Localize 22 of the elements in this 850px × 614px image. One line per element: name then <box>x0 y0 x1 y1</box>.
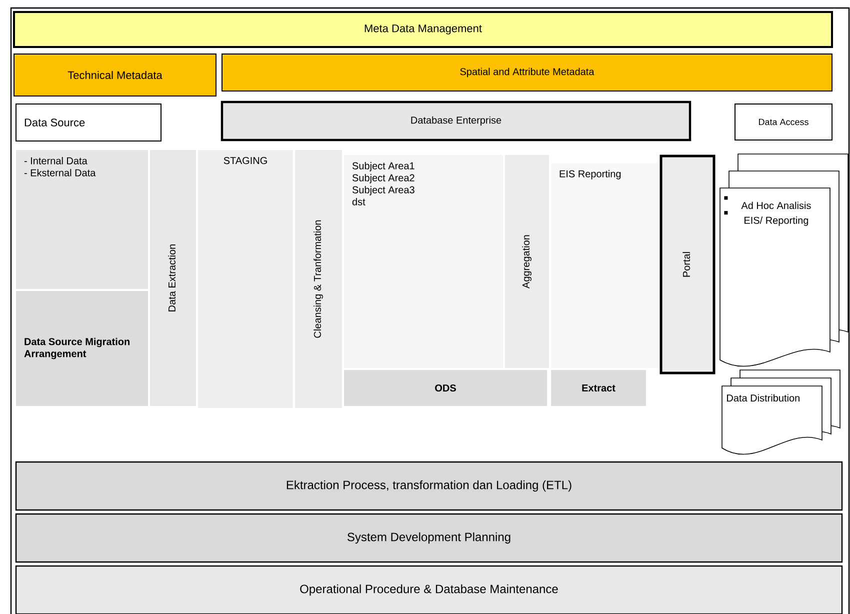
section-box: Data Source <box>16 104 162 142</box>
header-bar: Meta Data Management <box>13 11 833 48</box>
portal-column: Portal <box>660 154 716 374</box>
process-column: Aggregation <box>505 155 549 368</box>
process-column: Data Extraction <box>150 150 196 406</box>
document-stack: Data Distribution <box>722 370 840 454</box>
section-box: Data Access <box>734 104 832 140</box>
ods-box: ODS <box>344 370 547 406</box>
process-bar: Operational Procedure & Database Maintenance <box>15 565 843 614</box>
process-bar: System Development Planning <box>15 513 843 563</box>
section-bar: Database Enterprise <box>220 100 692 142</box>
extract-box: Extract <box>551 370 646 406</box>
source-panel: Data Source Migration Arrangement <box>16 291 148 406</box>
reporting-panel: EIS Reporting <box>551 163 658 368</box>
document-stack: Ad Hoc Analisis EIS/ Reporting <box>720 154 848 366</box>
process-column: Cleansing & Tranformation <box>295 150 342 408</box>
metadata-bar: Spatial and Attribute Metadata <box>222 54 832 92</box>
staging-column: STAGING <box>198 150 293 408</box>
source-panel: - Internal Data - Eksternal Data <box>16 150 148 289</box>
process-bar: Ektraction Process, transformation dan Loading (ETL) <box>15 461 843 511</box>
subject-area-panel: Subject Area1 Subject Area2 Subject Area3 dst <box>344 155 503 368</box>
metadata-box: Technical Metadata <box>14 54 216 96</box>
